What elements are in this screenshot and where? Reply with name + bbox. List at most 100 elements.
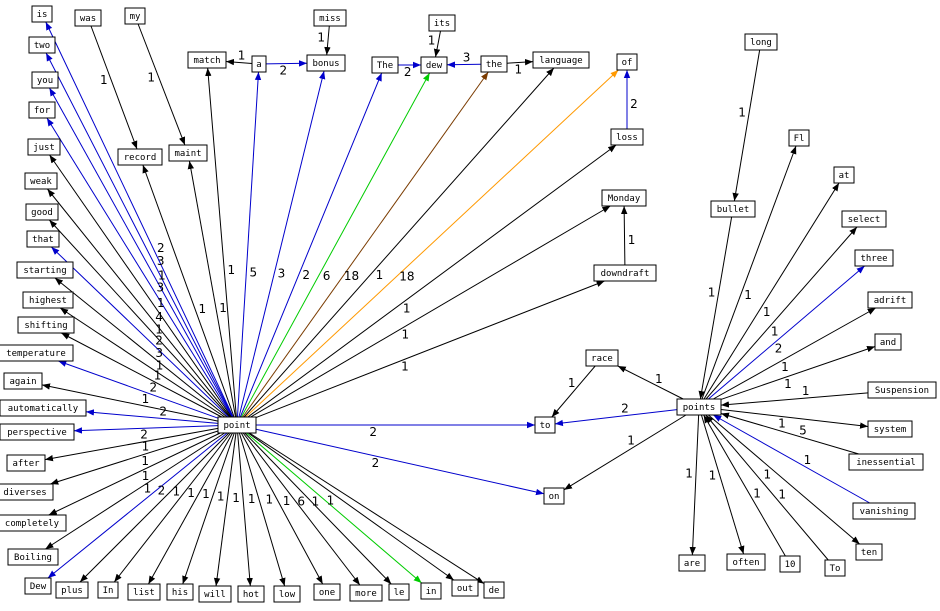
node-box	[28, 36, 56, 54]
node-label: record	[124, 153, 157, 163]
node-point[interactable]: point	[217, 416, 257, 434]
edge-point-list	[148, 432, 233, 585]
edge-label-points-race: 1	[655, 372, 663, 386]
node-often[interactable]: often	[726, 553, 766, 571]
node-for[interactable]: for	[28, 101, 56, 119]
node-box	[25, 203, 59, 221]
node-weak[interactable]: weak	[24, 172, 58, 190]
node-adrift[interactable]: adrift	[867, 291, 913, 309]
node-was[interactable]: was	[74, 9, 102, 27]
node-highest[interactable]: highest	[22, 291, 74, 309]
node-three[interactable]: three	[854, 249, 894, 267]
node-will[interactable]: will	[198, 585, 232, 603]
node-that[interactable]: that	[26, 230, 60, 248]
node-dew[interactable]: dew	[420, 56, 448, 74]
node-and[interactable]: and	[874, 333, 902, 351]
node-Fl[interactable]: Fl	[788, 129, 810, 147]
node-Suspension[interactable]: Suspension	[867, 381, 937, 399]
node-one[interactable]: one	[313, 583, 341, 601]
node-downdraft[interactable]: downdraft	[593, 264, 657, 282]
node-diverses[interactable]: diverses	[0, 483, 54, 501]
node-his[interactable]: his	[166, 583, 194, 601]
node-just[interactable]: just	[27, 138, 61, 156]
node-Boiling[interactable]: Boiling	[7, 548, 59, 566]
node-inessential[interactable]: inessential	[848, 453, 924, 471]
node-perspective[interactable]: perspective	[0, 423, 75, 441]
edge-label-point-hot: 1	[232, 491, 240, 505]
node-temperature[interactable]: temperature	[0, 344, 74, 362]
edge-label-point-diverses: 1	[142, 440, 150, 454]
node-on[interactable]: on	[543, 487, 565, 505]
node-bonus[interactable]: bonus	[306, 54, 346, 72]
node-ten[interactable]: ten	[855, 543, 883, 561]
node-label: vanishing	[860, 507, 909, 517]
node-to[interactable]: to	[534, 416, 556, 434]
node-record[interactable]: record	[117, 148, 163, 166]
node-out[interactable]: out	[451, 579, 479, 597]
node-list[interactable]: list	[127, 583, 161, 601]
node-label: for	[34, 106, 51, 116]
node-box	[0, 514, 67, 532]
node-is[interactable]: is	[31, 5, 53, 23]
node-le[interactable]: le	[388, 583, 410, 601]
node-plus[interactable]: plus	[55, 581, 89, 599]
node-Monday[interactable]: Monday	[601, 189, 647, 207]
node-box	[251, 55, 267, 73]
node-again[interactable]: again	[3, 372, 43, 390]
node-completely[interactable]: completely	[0, 514, 67, 532]
node-language[interactable]: language	[532, 51, 590, 69]
node-In[interactable]: In	[97, 581, 119, 599]
edge-point-is	[45, 21, 234, 418]
node-bullet[interactable]: bullet	[710, 200, 756, 218]
node-after[interactable]: after	[6, 454, 46, 472]
node-a[interactable]: a	[251, 55, 267, 73]
node-n10[interactable]: 10	[779, 555, 801, 573]
node-miss[interactable]: miss	[313, 9, 347, 27]
node-maint[interactable]: maint	[168, 144, 208, 162]
node-at[interactable]: at	[833, 166, 855, 184]
node-vanishing[interactable]: vanishing	[852, 502, 916, 520]
node-match[interactable]: match	[187, 51, 227, 69]
edge-label-loss-of: 2	[630, 97, 638, 111]
edge-point-perspective	[73, 425, 219, 434]
node-race[interactable]: race	[585, 349, 619, 367]
node-automatically[interactable]: automatically	[0, 399, 87, 417]
node-select[interactable]: select	[841, 210, 887, 228]
node-box	[824, 559, 846, 577]
node-The[interactable]: The	[371, 56, 399, 74]
node-box	[855, 543, 883, 561]
node-de[interactable]: de	[483, 581, 505, 599]
edge-point-Dew	[47, 432, 228, 579]
node-two[interactable]: two	[28, 36, 56, 54]
node-low[interactable]: low	[273, 585, 301, 603]
edge-point-that	[50, 246, 230, 418]
node-its[interactable]: its	[428, 14, 456, 32]
edge-label-point-of: 18	[399, 269, 414, 283]
edge-points-often	[700, 414, 745, 555]
edge-point-again	[41, 383, 219, 422]
node-To[interactable]: To	[824, 559, 846, 577]
node-label: at	[839, 171, 850, 181]
node-my[interactable]: my	[124, 7, 146, 25]
node-good[interactable]: good	[25, 203, 59, 221]
node-long[interactable]: long	[744, 33, 778, 51]
node-the[interactable]: the	[480, 55, 508, 73]
node-label: le	[394, 588, 405, 598]
node-hot[interactable]: hot	[237, 585, 265, 603]
node-in[interactable]: in	[420, 582, 442, 600]
node-loss[interactable]: loss	[610, 128, 644, 146]
node-Dew[interactable]: Dew	[24, 577, 52, 595]
node-label: temperature	[6, 349, 66, 359]
node-shifting[interactable]: shifting	[17, 316, 75, 334]
node-you[interactable]: you	[31, 71, 59, 89]
edge-point-a	[236, 71, 262, 418]
node-starting[interactable]: starting	[16, 261, 74, 279]
edge-label-bullet-points: 1	[708, 285, 716, 299]
node-more[interactable]: more	[349, 584, 383, 602]
edge-vanishing-points	[712, 414, 871, 504]
node-points[interactable]: points	[676, 398, 722, 416]
node-system[interactable]: system	[867, 420, 913, 438]
node-of[interactable]: of	[616, 53, 638, 71]
node-are[interactable]: are	[678, 554, 706, 572]
node-box	[306, 54, 346, 72]
